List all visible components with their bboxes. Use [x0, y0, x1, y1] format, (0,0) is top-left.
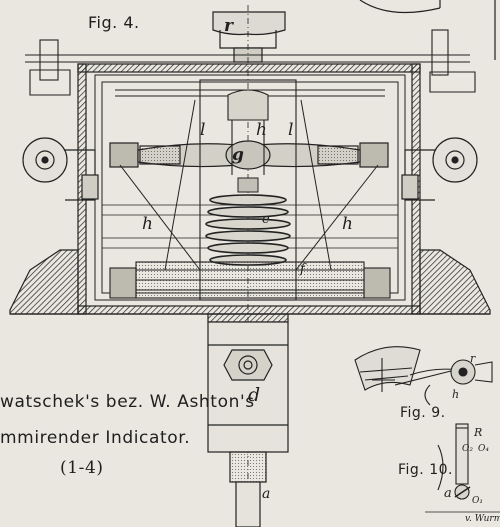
- central-column: [199, 79, 297, 301]
- label-h-left: h: [142, 214, 153, 234]
- label-f: f: [300, 262, 305, 277]
- fig10-label-o2: O₂: [462, 444, 473, 454]
- fig9-sketch: [354, 346, 493, 406]
- label-r: r: [224, 16, 233, 36]
- fig10-label-o1: O₁: [472, 496, 483, 506]
- caption-line2: mmirender Indicator.: [0, 428, 191, 448]
- label-l-left: l: [200, 120, 206, 140]
- label-h-top: h: [256, 120, 267, 140]
- fig10-title: Fig. 10.: [398, 462, 453, 478]
- label-d: d: [248, 384, 261, 406]
- fig10-label-a: a: [444, 486, 452, 501]
- top-bar: [25, 29, 476, 96]
- left-wheel: [22, 137, 99, 201]
- fig4-title: Fig. 4.: [88, 13, 140, 32]
- signature: v. Wurm: [465, 514, 500, 524]
- caption-line3: (1-4): [60, 458, 104, 478]
- fig10-label-R: R: [474, 426, 483, 439]
- label-h-right: h: [342, 214, 353, 234]
- fig9-label-h: h: [452, 388, 460, 401]
- label-e: e: [262, 212, 270, 227]
- right-wheel: [401, 137, 478, 201]
- fig9-title: Fig. 9.: [400, 405, 446, 421]
- corner-curve: [359, 0, 441, 14]
- bottom-ring-f: [109, 261, 391, 299]
- crossbar-g: [109, 140, 389, 170]
- label-l-right: l: [288, 120, 294, 140]
- label-g: g: [232, 145, 244, 165]
- caption-line1: watschek's bez. W. Ashton's: [0, 392, 255, 412]
- base-flange: [9, 249, 491, 315]
- fig10-sketch: [437, 423, 471, 500]
- spring-coils: [205, 177, 291, 266]
- label-a: a: [262, 486, 271, 502]
- fig10-label-o4: O₄: [478, 444, 489, 454]
- lower-body-d: [207, 313, 289, 527]
- tension-links: [119, 99, 379, 271]
- fig9-label-r: r: [470, 352, 476, 365]
